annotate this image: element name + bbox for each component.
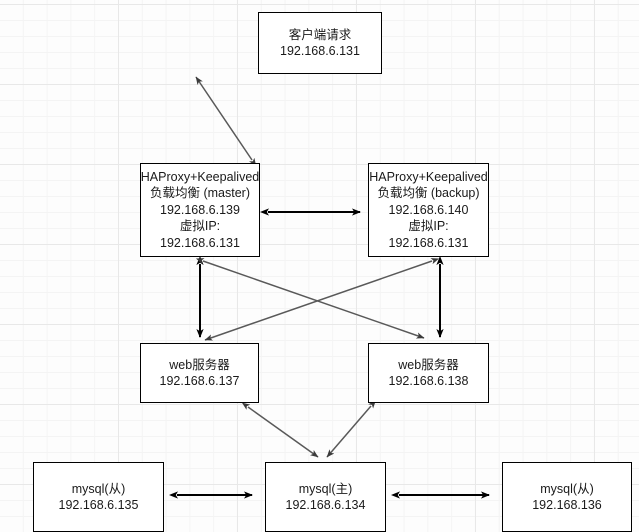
node-haproxy-master-line-3: 192.168.6.139 [160, 202, 240, 217]
node-haproxy-backup-line-1: HAProxy+Keepalived [369, 169, 488, 184]
node-web-server-137[interactable]: web服务器 192.168.6.137 [140, 343, 259, 403]
node-haproxy-master-line-1: HAProxy+Keepalived [140, 169, 260, 184]
edge-web1-mysql-master [241, 402, 319, 458]
node-web-server-138-line-2: 192.168.6.138 [388, 374, 469, 388]
node-mysql-slave-136-line-2: 192.168.136 [532, 498, 602, 512]
node-haproxy-backup-line-3: 192.168.6.140 [388, 202, 469, 217]
node-web-server-138[interactable]: web服务器 192.168.6.138 [368, 343, 489, 403]
edge-web2-mysql-master [326, 400, 376, 458]
node-mysql-master-134-line-2: 192.168.6.134 [285, 498, 366, 512]
node-haproxy-backup-line-4: 虚拟IP: [408, 219, 449, 234]
node-mysql-master-134[interactable]: mysql(主) 192.168.6.134 [265, 462, 386, 532]
node-mysql-slave-136[interactable]: mysql(从) 192.168.136 [502, 462, 632, 532]
node-client-line-1: 客户端请求 [288, 27, 352, 42]
edge-client-master [195, 76, 257, 167]
node-web-server-137-line-1: web服务器 [169, 357, 230, 372]
node-mysql-slave-135[interactable]: mysql(从) 192.168.6.135 [33, 462, 164, 532]
node-haproxy-master-line-4: 虚拟IP: [179, 219, 221, 234]
node-haproxy-backup-line-2: 负载均衡 (backup) [377, 186, 480, 201]
node-client-line-2: 192.168.6.131 [280, 44, 360, 58]
node-client-request[interactable]: 客户端请求 192.168.6.131 [258, 12, 382, 74]
node-mysql-master-134-line-1: mysql(主) [298, 481, 353, 496]
node-haproxy-backup-line-5: 192.168.6.131 [388, 235, 469, 250]
node-mysql-slave-136-line-1: mysql(从) [540, 481, 594, 496]
node-web-server-137-line-2: 192.168.6.137 [159, 374, 240, 388]
node-haproxy-master-line-5: 192.168.6.131 [160, 235, 240, 250]
node-mysql-slave-135-line-1: mysql(从) [71, 481, 126, 496]
node-haproxy-backup[interactable]: HAProxy+Keepalived 负载均衡 (backup) 192.168… [368, 163, 489, 257]
node-haproxy-master[interactable]: HAProxy+Keepalived 负载均衡 (master) 192.168… [140, 163, 260, 257]
node-web-server-138-line-1: web服务器 [398, 357, 459, 372]
node-mysql-slave-135-line-2: 192.168.6.135 [58, 498, 139, 512]
node-haproxy-master-line-2: 负载均衡 (master) [149, 186, 250, 201]
edge-master-web2 [195, 258, 425, 339]
edge-backup-web1 [204, 258, 440, 341]
